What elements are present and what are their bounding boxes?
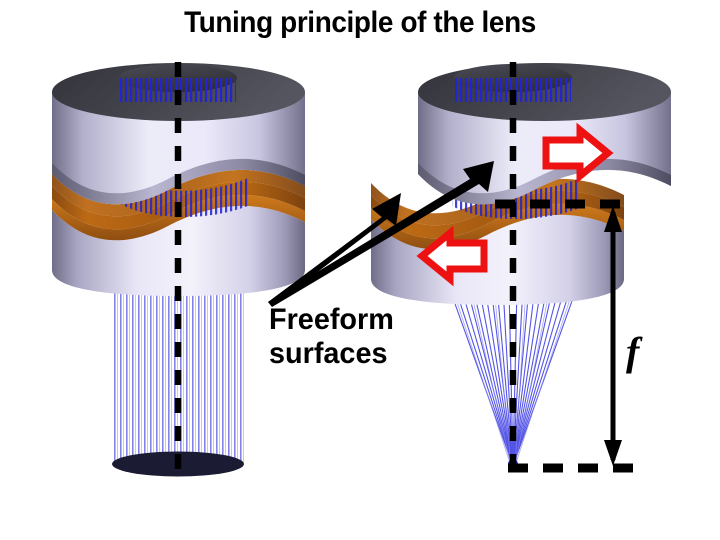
focal-length-arrowhead-down <box>604 440 622 466</box>
focal-length-dimension <box>495 199 634 473</box>
freeform-pointer-lower <box>268 193 401 306</box>
freeform-surfaces-label: Freeform surfaces <box>269 303 394 370</box>
focal-length-arrowhead-up <box>604 206 622 232</box>
right-lens-assembly <box>371 62 671 473</box>
upper-element-shift-arrow-right <box>542 122 614 184</box>
left-internal-rays <box>120 178 248 218</box>
freeform-pointer-arrows <box>268 161 494 307</box>
right-internal-rays <box>452 178 580 220</box>
freeform-pointer-upper <box>268 161 494 307</box>
lower-element-shift-arrow-left <box>416 225 488 287</box>
focal-length-label: f <box>626 329 640 374</box>
page-title: Tuning principle of the lens <box>184 6 536 39</box>
left-lens-assembly <box>52 62 305 477</box>
